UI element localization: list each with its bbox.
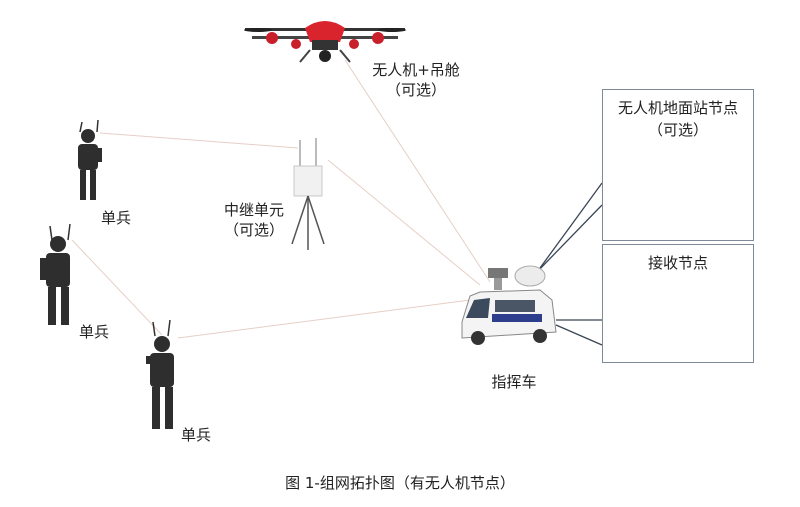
- drone-sub: （可选）: [385, 81, 446, 99]
- link-relay-vehicle: [327, 159, 481, 286]
- soldier-3-label: 单兵: [180, 426, 211, 444]
- soldier-3-icon: [146, 319, 174, 429]
- link-drone-vehicle: [344, 59, 491, 283]
- receiver-node-box: 接收节点: [602, 244, 754, 363]
- soldier-1-label: 单兵: [100, 209, 131, 227]
- ground-station-node-box: 无人机地面站节点 （可选）: [602, 89, 754, 241]
- command-vehicle-label: 指挥车: [491, 373, 537, 391]
- ground-station-sub: （可选）: [647, 121, 708, 139]
- link-soldier1-relay: [99, 132, 299, 149]
- soldier-2-icon: [40, 223, 71, 325]
- receiver-label: 接收节点: [647, 254, 708, 272]
- relay-sub: （可选）: [223, 221, 284, 239]
- ground-station-label: 无人机地面站节点: [617, 99, 738, 117]
- link-soldier3-vehicle: [177, 299, 471, 339]
- link-soldier2-soldier3: [71, 239, 163, 336]
- relay-unit-icon: [291, 138, 325, 250]
- link-vehicle-groundstation-2: [534, 204, 603, 275]
- soldier-2-label: 单兵: [78, 323, 109, 341]
- command-vehicle-icon: [461, 265, 557, 345]
- link-vehicle-receiver-2: [555, 324, 603, 346]
- figure-caption: 图 1-组网拓扑图（有无人机节点）: [285, 474, 515, 492]
- relay-label: 中继单元: [223, 201, 284, 219]
- link-vehicle-groundstation: [539, 182, 603, 269]
- drone-label: 无人机+吊舱: [372, 61, 460, 79]
- soldier-1-icon: [78, 119, 102, 200]
- drone-icon: [244, 21, 406, 63]
